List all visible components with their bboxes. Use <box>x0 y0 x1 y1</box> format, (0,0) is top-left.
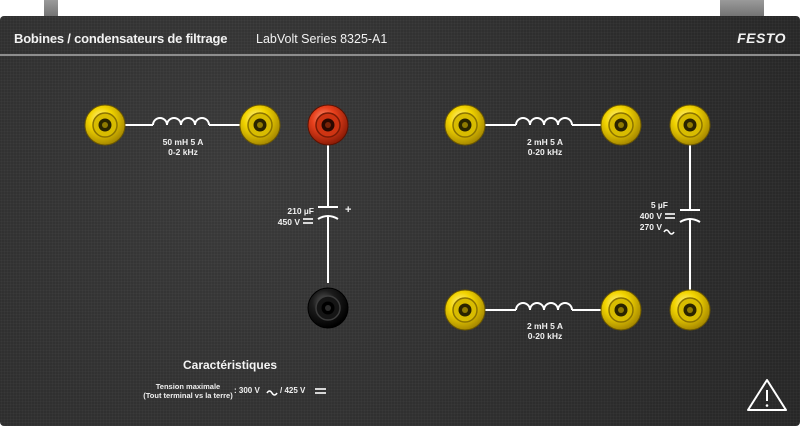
dc-icon-2 <box>665 213 675 219</box>
terminal-yellow-1[interactable] <box>84 104 126 146</box>
inductor-2-rating: 2 mH 5 A <box>526 137 564 147</box>
capacitor-2-capacitance: 5 µF <box>650 200 668 210</box>
capacitor-1-capacitance: 210 µF <box>287 206 314 216</box>
characteristics-title: Caractéristiques <box>183 358 278 372</box>
dc-icon <box>303 218 313 224</box>
header-divider <box>0 54 800 56</box>
terminal-black-minus[interactable] <box>307 287 349 329</box>
capacitor-2-voltage-dc: 400 V <box>639 211 662 221</box>
max-voltage-ac: : 300 V <box>234 386 260 395</box>
capacitor-2-voltage-ac: 270 V <box>639 222 662 232</box>
inductor-1-label: 50 mH 5 A 0-2 kHz <box>163 137 204 157</box>
series-title: LabVolt Series 8325-A1 <box>256 32 388 46</box>
inductor-3-label: 2 mH 5 A 0-20 kHz <box>527 321 563 341</box>
terminal-yellow-5[interactable] <box>669 104 711 146</box>
mounting-rail-right <box>720 0 764 18</box>
terminal-red-plus[interactable] <box>307 104 349 146</box>
warning-triangle-icon <box>747 379 787 411</box>
inductor-2-frequency: 0-20 kHz <box>527 147 563 157</box>
terminal-yellow-3[interactable] <box>444 104 486 146</box>
wiring-traces <box>125 117 701 311</box>
terminal-yellow-2[interactable] <box>239 104 281 146</box>
terminal-yellow-7[interactable] <box>600 289 642 331</box>
brand-logo: FESTO <box>737 30 786 46</box>
terminal-yellow-4[interactable] <box>600 104 642 146</box>
panel-face <box>0 16 800 426</box>
inductor-1-rating: 50 mH 5 A <box>162 137 204 147</box>
capacitor-1-voltage: 450 V <box>277 217 300 227</box>
terminal-yellow-8[interactable] <box>669 289 711 331</box>
tilde-ac-icon-spec <box>266 390 278 396</box>
mounting-rail-left <box>44 0 58 18</box>
inductor-3-rating: 2 mH 5 A <box>526 321 564 331</box>
max-voltage-line2: (Tout terminal vs la terre) <box>143 391 233 400</box>
inductor-2-label: 2 mH 5 A 0-20 kHz <box>527 137 563 157</box>
terminal-yellow-6[interactable] <box>444 289 486 331</box>
max-voltage-label: Tension maximale (Tout terminal vs la te… <box>143 382 232 400</box>
inductor-1-frequency: 0-2 kHz <box>168 147 198 157</box>
tilde-ac-icon <box>663 229 675 235</box>
capacitor-1-polarity: + <box>345 204 352 216</box>
max-voltage-line1: Tension maximale <box>155 382 221 391</box>
max-voltage-dc: / 425 V <box>280 386 306 395</box>
module-title: Bobines / condensateurs de filtrage <box>14 31 228 46</box>
inductor-3-frequency: 0-20 kHz <box>527 331 563 341</box>
double-line-dc-icon <box>315 388 326 394</box>
